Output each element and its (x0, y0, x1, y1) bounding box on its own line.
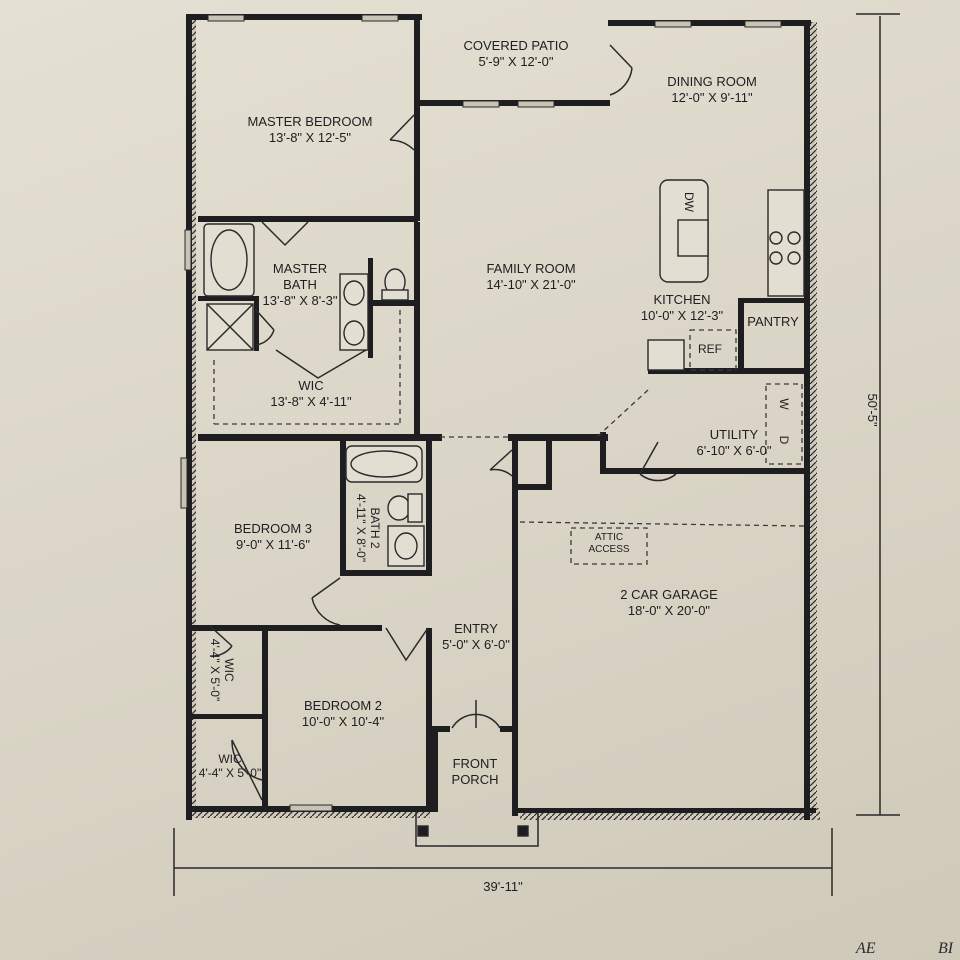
room-name: KITCHEN (653, 292, 711, 307)
room-dimension: 4'-4" X 5'-0" (208, 638, 222, 702)
room-dimension: 4'-11" X 8'-0" (354, 493, 368, 563)
room-dimension: 10'-0" X 12'-3" (640, 308, 724, 323)
covered-patio-label: COVERED PATIO 5'-9" X 12'-0" (464, 38, 569, 70)
interior-walls (186, 14, 816, 820)
master-bedroom-label: MASTER BEDROOM 13'-8" X 12'-5" (248, 114, 373, 146)
dining-room-label: DINING ROOM 12'-0" X 9'-11" (667, 74, 757, 106)
room-dimension: 13'-8" X 8'-3" (262, 293, 338, 308)
utility-label: UTILITY 6'-10" X 6'-0" (697, 427, 772, 459)
dishwasher-label: DW (682, 192, 696, 212)
fixtures (203, 179, 805, 847)
bedroom2-label: BEDROOM 2 10'-0" X 10'-4" (302, 698, 384, 730)
family-room-label: FAMILY ROOM 14'-10" X 21'-0" (486, 261, 575, 293)
room-name: BATH 2 (368, 507, 382, 549)
corner-text-right: BI (938, 940, 954, 957)
room-dimension: 5'-9" X 12'-0" (478, 54, 554, 69)
room-dimension: 12'-0" X 9'-11" (671, 90, 753, 105)
room-name-line1: MASTER (272, 261, 328, 276)
door-swings (209, 44, 677, 801)
room-name: WIC (218, 752, 242, 766)
room-dimension: 9'-0" X 11'-6" (236, 537, 310, 552)
entry-label: ENTRY 5'-0" X 6'-0" (442, 621, 510, 653)
dryer-label: D (777, 435, 791, 445)
overall-width-label: 39'-11" (483, 879, 523, 894)
dimension-lines (173, 13, 900, 896)
attic-access-label: ATTIC ACCESS (588, 532, 629, 556)
room-name: ENTRY (454, 621, 498, 636)
room-dimension: 4'-4" X 5'-0" (198, 766, 262, 780)
kitchen-label: KITCHEN 10'-0" X 12'-3" (641, 292, 723, 324)
room-name: 2 CAR GARAGE (620, 587, 718, 602)
room-dimension: 6'-10" X 6'-0" (696, 443, 772, 458)
room-dimension: 13'-8" X 12'-5" (268, 130, 352, 145)
room-dimension: 14'-10" X 21'-0" (486, 277, 576, 292)
pantry-label: PANTRY (747, 314, 799, 330)
room-name: UTILITY (709, 427, 759, 442)
bedroom3-label: BEDROOM 3 9'-0" X 11'-6" (234, 521, 312, 553)
attic-line2: ACCESS (588, 544, 630, 555)
room-dimension: 5'-0" X 6'-0" (442, 637, 510, 652)
room-name: MASTER BEDROOM (247, 114, 373, 129)
washer-label: W (777, 398, 791, 410)
bedroom2-wic-label: WIC 4'-4" X 5'-0" (199, 752, 261, 780)
bedroom3-wic-label: WIC 4'-4" X 5'-0" (208, 639, 236, 701)
master-wic-label: WIC 13'-8" X 4'-11" (270, 378, 351, 410)
overall-depth-label: 50'-5" (865, 393, 880, 427)
porch-line1: FRONT (452, 756, 498, 771)
master-bath-label: MASTER BATH 13'-8" X 8'-3" (263, 261, 338, 309)
room-name-line2: BATH (283, 277, 317, 292)
garage-label: 2 CAR GARAGE 18'-0" X 20'-0" (620, 587, 718, 619)
front-porch-label: FRONT PORCH (452, 756, 499, 788)
porch-line2: PORCH (451, 772, 499, 787)
room-name: BEDROOM 2 (303, 698, 383, 713)
windows (180, 14, 782, 812)
room-name: FAMILY ROOM (486, 261, 576, 276)
room-name: BEDROOM 3 (233, 521, 313, 536)
room-name: PANTRY (747, 314, 799, 329)
room-name: COVERED PATIO (463, 38, 569, 53)
room-dimension: 10'-0" X 10'-4" (301, 714, 385, 729)
room-dimension: 18'-0" X 20'-0" (627, 603, 711, 618)
room-name: DINING ROOM (667, 74, 757, 89)
attic-line1: ATTIC (594, 532, 624, 543)
room-dimension: 13'-8" X 4'-11" (270, 394, 352, 409)
room-name: WIC (222, 658, 236, 682)
refrigerator-label: REF (698, 342, 722, 356)
corner-text-left: AE (856, 940, 876, 957)
room-name: WIC (298, 378, 324, 393)
dashed-lines (213, 310, 806, 565)
bath2-label: BATH 2 4'-11" X 8'-0" (354, 494, 382, 562)
